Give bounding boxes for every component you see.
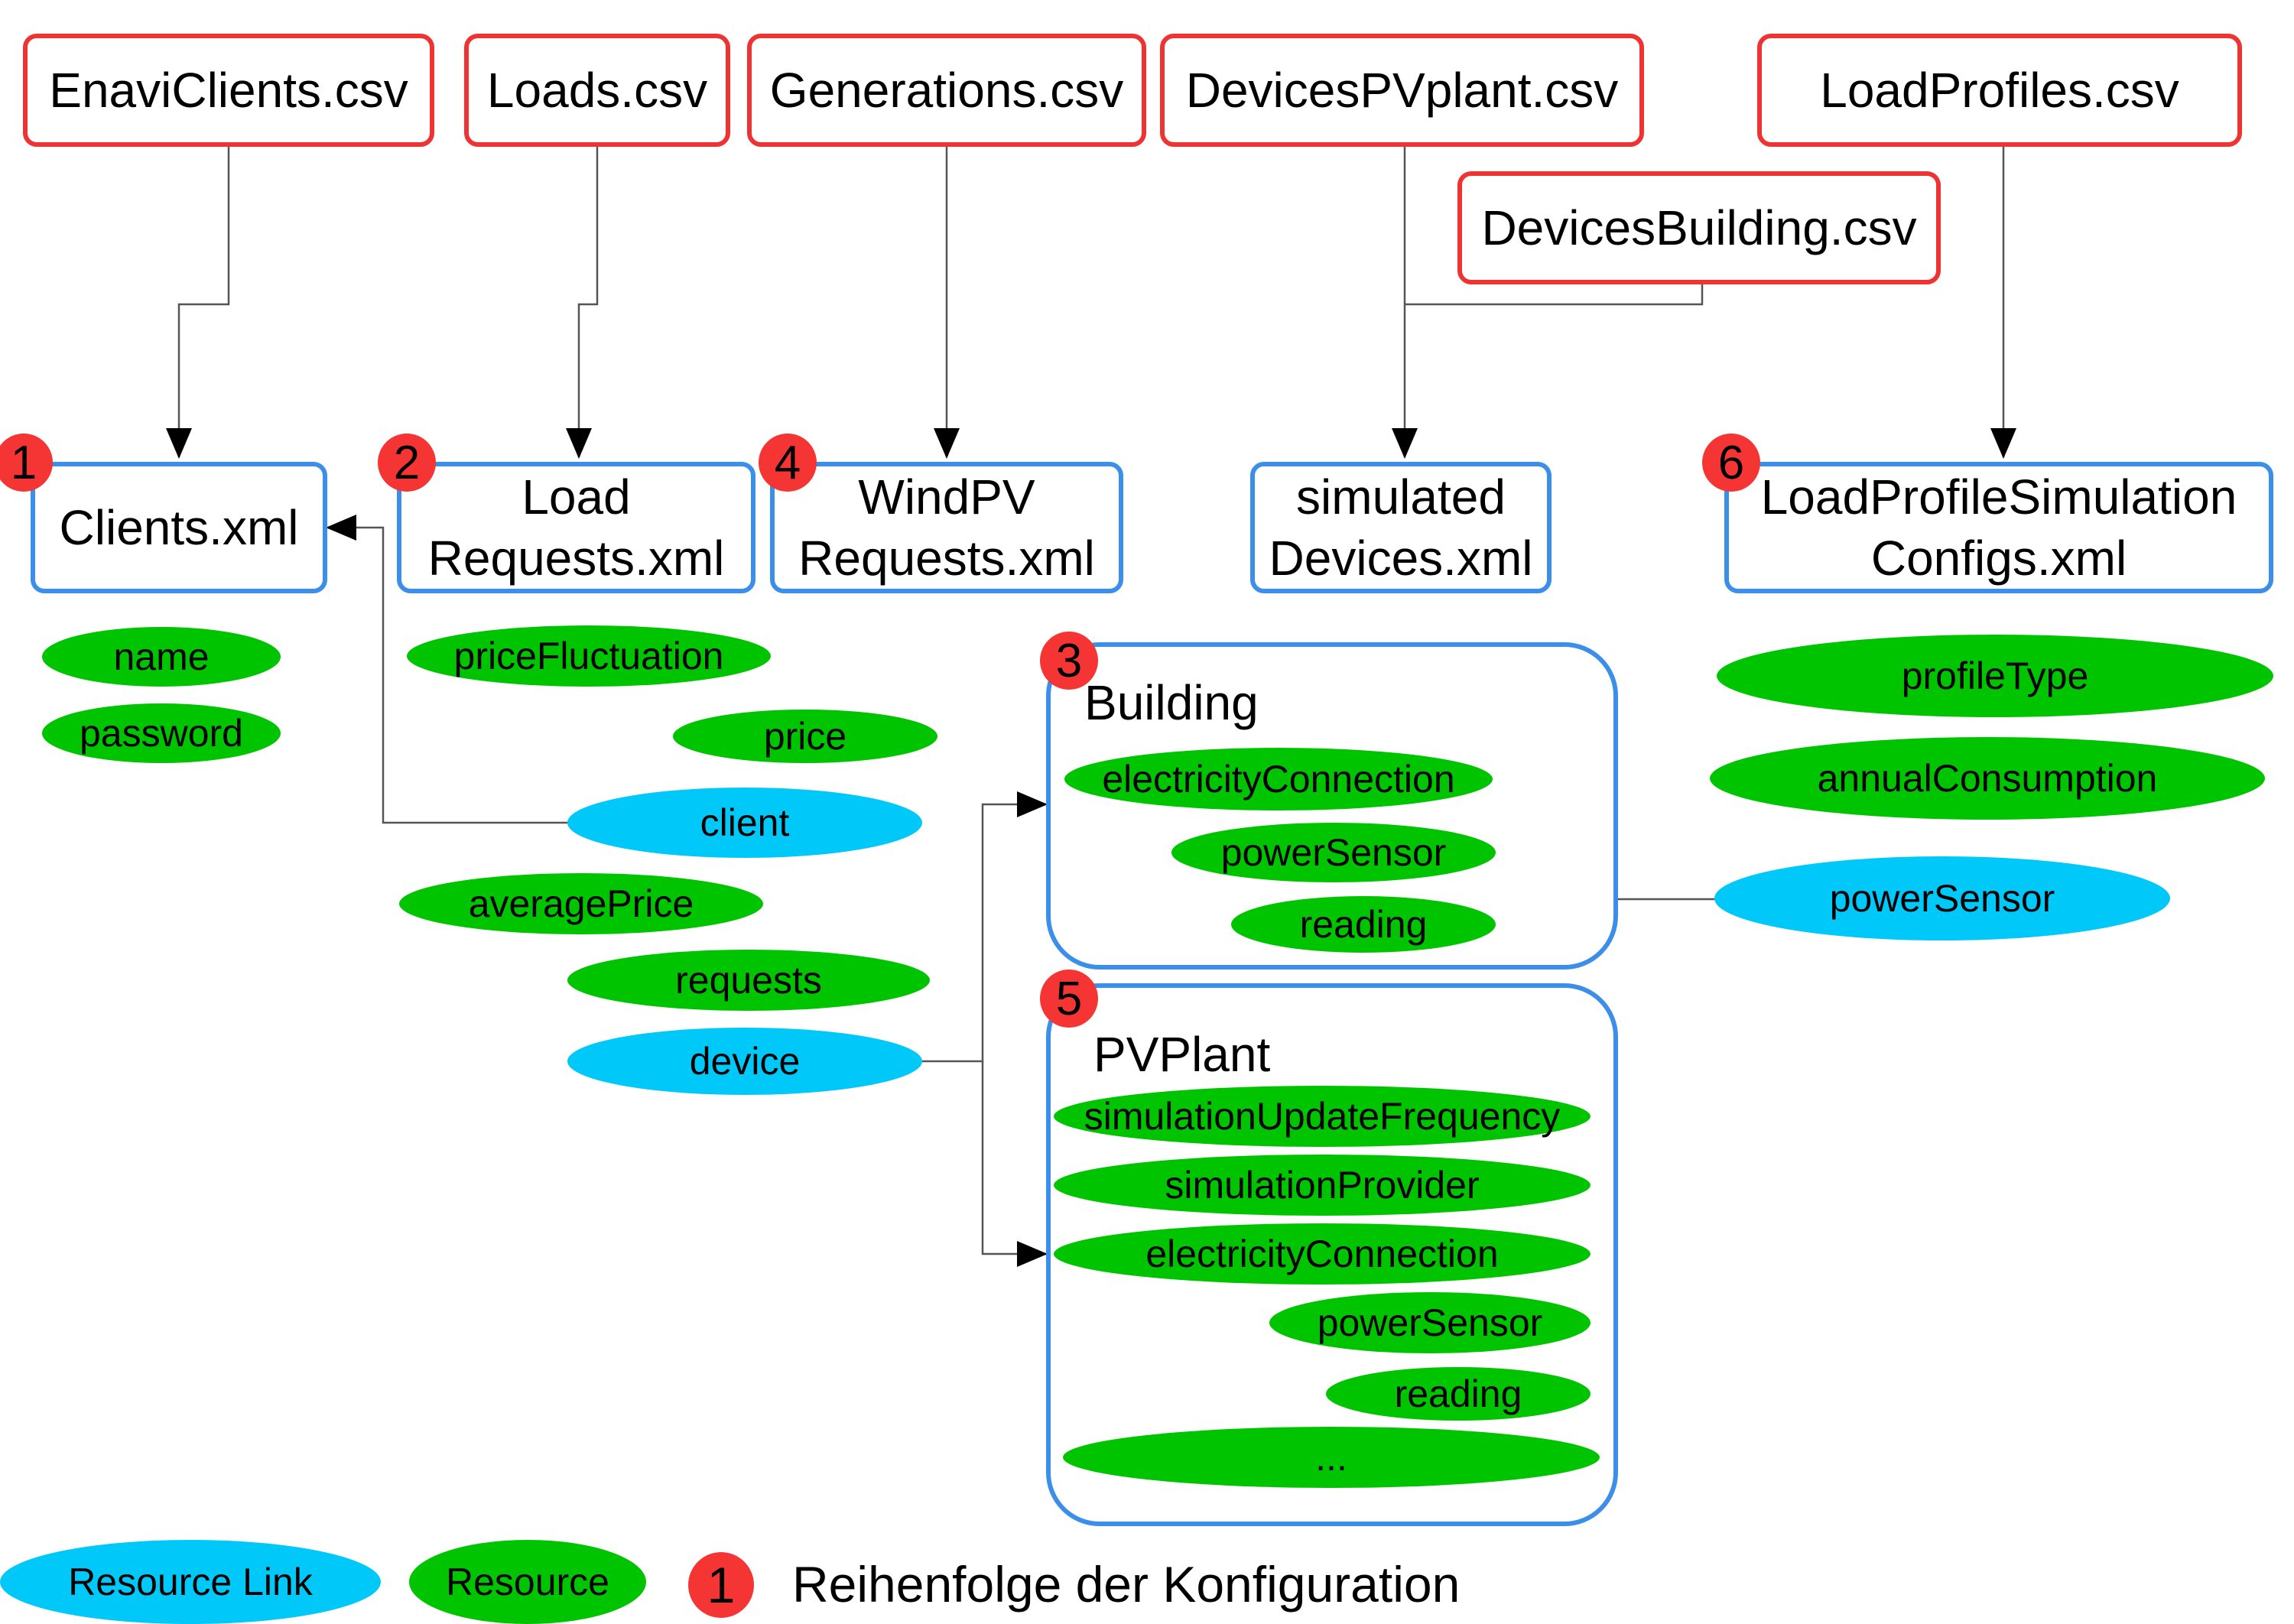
csv-loadprofiles: LoadProfiles.csv <box>1757 34 2242 147</box>
csv-loads: Loads.csv <box>464 34 730 147</box>
building-reading: reading <box>1231 896 1496 953</box>
xml-simulated-devices: simulated Devices.xml <box>1250 462 1552 593</box>
xml-load-requests: Load Requests.xml <box>397 462 755 593</box>
xml-windpv-requests: WindPV Requests.xml <box>770 462 1123 593</box>
field-averageprice: averagePrice <box>399 873 763 934</box>
csv-devicespvplant: DevicesPVplant.csv <box>1160 34 1644 147</box>
connector-enaviclients-to-clients <box>166 147 230 459</box>
pvplant-electricityconnection: electricityConnection <box>1054 1223 1591 1285</box>
building-powersensor: powerSensor <box>1171 823 1496 882</box>
field-pricefluctuation: priceFluctuation <box>407 625 771 687</box>
field-password: password <box>42 703 281 763</box>
field-requests: requests <box>567 950 930 1011</box>
field-price: price <box>673 710 937 763</box>
pvplant-title: PVPlant <box>1093 1027 1271 1082</box>
link-client: client <box>567 788 922 858</box>
csv-generations: Generations.csv <box>747 34 1146 147</box>
csv-enaviclients: EnaviClients.csv <box>23 34 434 147</box>
building-electricityconnection: electricityConnection <box>1064 748 1493 810</box>
field-annualconsumption: annualConsumption <box>1710 737 2265 820</box>
connector-devicesbuilding-to-simulated <box>1405 284 1704 306</box>
legend-order-text: Reihenfolge der Konfiguration <box>792 1556 1461 1613</box>
legend-order-badge: 1 <box>688 1552 754 1618</box>
legend-resource: Resource <box>409 1540 646 1624</box>
xml-clients: Clients.xml <box>31 462 327 593</box>
order-badge-6: 6 <box>1702 434 1760 492</box>
order-badge-4: 4 <box>759 434 817 492</box>
legend-resource-link: Resource Link <box>0 1540 381 1624</box>
connector-loads-to-loadrequests <box>566 147 599 459</box>
order-badge-2: 2 <box>378 434 436 492</box>
building-title: Building <box>1084 675 1259 730</box>
pvplant-simulationprovider: simulationProvider <box>1054 1155 1591 1216</box>
connector-client-to-clients <box>326 515 567 824</box>
connector-device-to-building <box>922 791 1048 1063</box>
link-powersensor: powerSensor <box>1714 856 2170 940</box>
field-name: name <box>42 627 281 687</box>
order-badge-1: 1 <box>0 434 53 492</box>
xml-loadprofile-configs: LoadProfileSimulation Configs.xml <box>1724 462 2273 593</box>
order-badge-3: 3 <box>1040 632 1098 690</box>
link-device: device <box>567 1028 922 1095</box>
pvplant-reading: reading <box>1326 1367 1591 1421</box>
field-profiletype: profileType <box>1717 635 2273 717</box>
connector-device-to-pvplant <box>981 1061 1048 1267</box>
csv-devicesbuilding: DevicesBuilding.csv <box>1457 171 1941 284</box>
pvplant-powersensor: powerSensor <box>1269 1292 1591 1353</box>
pvplant-more: ... <box>1063 1427 1600 1488</box>
pvplant-simulationupdatefrequency: simulationUpdateFrequency <box>1054 1086 1591 1147</box>
order-badge-5: 5 <box>1040 970 1098 1028</box>
